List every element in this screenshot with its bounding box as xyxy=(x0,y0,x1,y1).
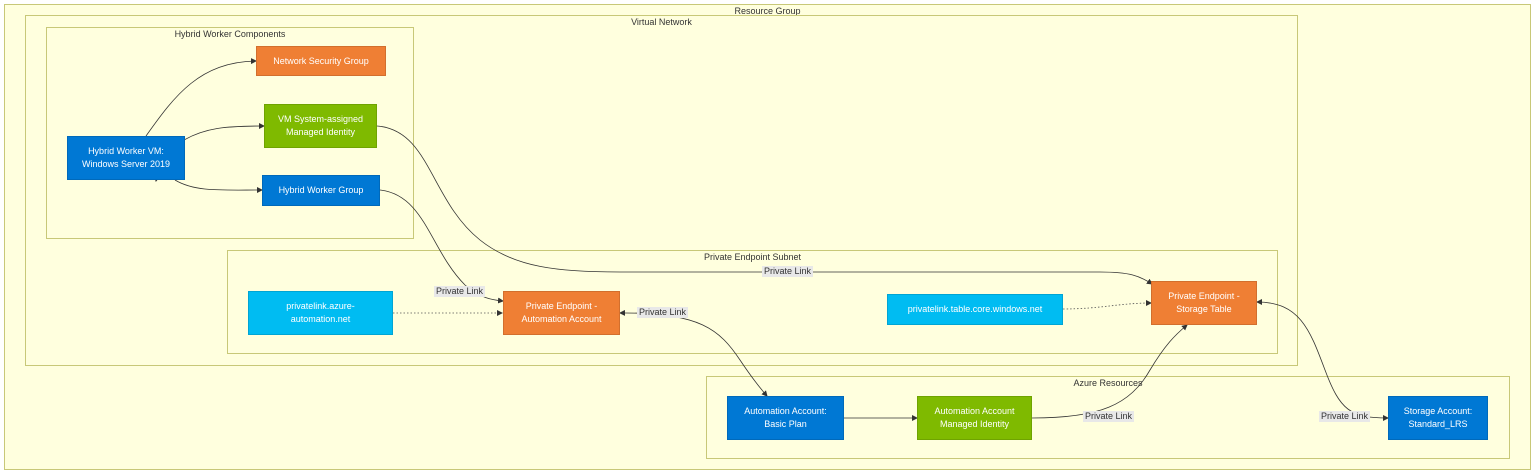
private-endpoint-automation-node[interactable]: Private Endpoint - Automation Account xyxy=(503,291,620,335)
edge-pe-storage-to-storage-account xyxy=(1256,299,1389,421)
automation-account-label: Automation Account: Basic Plan xyxy=(744,406,827,429)
automation-managed-identity-node[interactable]: Automation Account Managed Identity xyxy=(917,396,1032,440)
edge-automation-mi-to-pe-storage xyxy=(1031,324,1188,419)
privatelink-table-dns-label: privatelink.table.core.windows.net xyxy=(907,304,1043,314)
storage-account-node[interactable]: Storage Account: Standard_LRS xyxy=(1388,396,1488,440)
privatelink-automation-dns-label: privatelink.azure- automation.net xyxy=(286,301,355,324)
privatelink-table-dns-node[interactable]: privatelink.table.core.windows.net xyxy=(887,294,1063,325)
edge-pe-automation-to-automation-account xyxy=(619,309,768,397)
private-endpoint-automation-label: Private Endpoint - Automation Account xyxy=(521,301,602,324)
virtual-network-title: Virtual Network xyxy=(631,17,692,27)
edge-label-hwg-private-link: Private Link xyxy=(434,286,486,297)
privatelink-automation-dns-node[interactable]: privatelink.azure- automation.net xyxy=(248,291,393,335)
storage-account-label: Storage Account: Standard_LRS xyxy=(1403,406,1473,429)
edge-vm-to-nsg xyxy=(145,58,257,137)
resource-group-title: Resource Group xyxy=(734,6,801,16)
vm-managed-identity-node[interactable]: VM System-assigned Managed Identity xyxy=(264,104,377,148)
edge-label-mi-private-link: Private Link xyxy=(762,266,814,277)
edge-vm-to-hybrid-worker-group xyxy=(174,179,263,194)
network-security-group-node[interactable]: Network Security Group xyxy=(256,46,386,76)
private-endpoint-subnet-title: Private Endpoint Subnet xyxy=(703,252,802,262)
private-endpoint-storage-table-node[interactable]: Private Endpoint - Storage Table xyxy=(1151,281,1257,325)
hybrid-worker-vm-node[interactable]: Hybrid Worker VM: Windows Server 2019 xyxy=(67,136,185,180)
private-endpoint-storage-table-label: Private Endpoint - Storage Table xyxy=(1168,291,1240,314)
edge-mi-to-pe-storage xyxy=(376,125,1153,285)
vm-managed-identity-label: VM System-assigned Managed Identity xyxy=(277,114,364,137)
edge-label-storage-private-link: Private Link xyxy=(1319,411,1371,422)
edge-label-pe-automation-private-link: Private Link xyxy=(637,307,689,318)
hybrid-worker-group-label: Hybrid Worker Group xyxy=(278,185,364,195)
hybrid-worker-components-title: Hybrid Worker Components xyxy=(174,29,286,39)
hybrid-worker-vm-label: Hybrid Worker VM: Windows Server 2019 xyxy=(81,146,171,169)
edge-vm-to-managed-identity xyxy=(183,123,265,141)
azure-resources-title: Azure Resources xyxy=(1073,378,1143,388)
network-security-group-label: Network Security Group xyxy=(273,55,369,66)
automation-account-node[interactable]: Automation Account: Basic Plan xyxy=(727,396,844,440)
edge-hwg-to-pe-automation xyxy=(379,189,504,304)
automation-managed-identity-label: Automation Account Managed Identity xyxy=(934,406,1015,429)
edge-dns-to-pe-storage xyxy=(1062,300,1152,310)
edge-label-auto-mi-private-link: Private Link xyxy=(1083,411,1135,422)
hybrid-worker-group-node[interactable]: Hybrid Worker Group xyxy=(262,175,380,206)
